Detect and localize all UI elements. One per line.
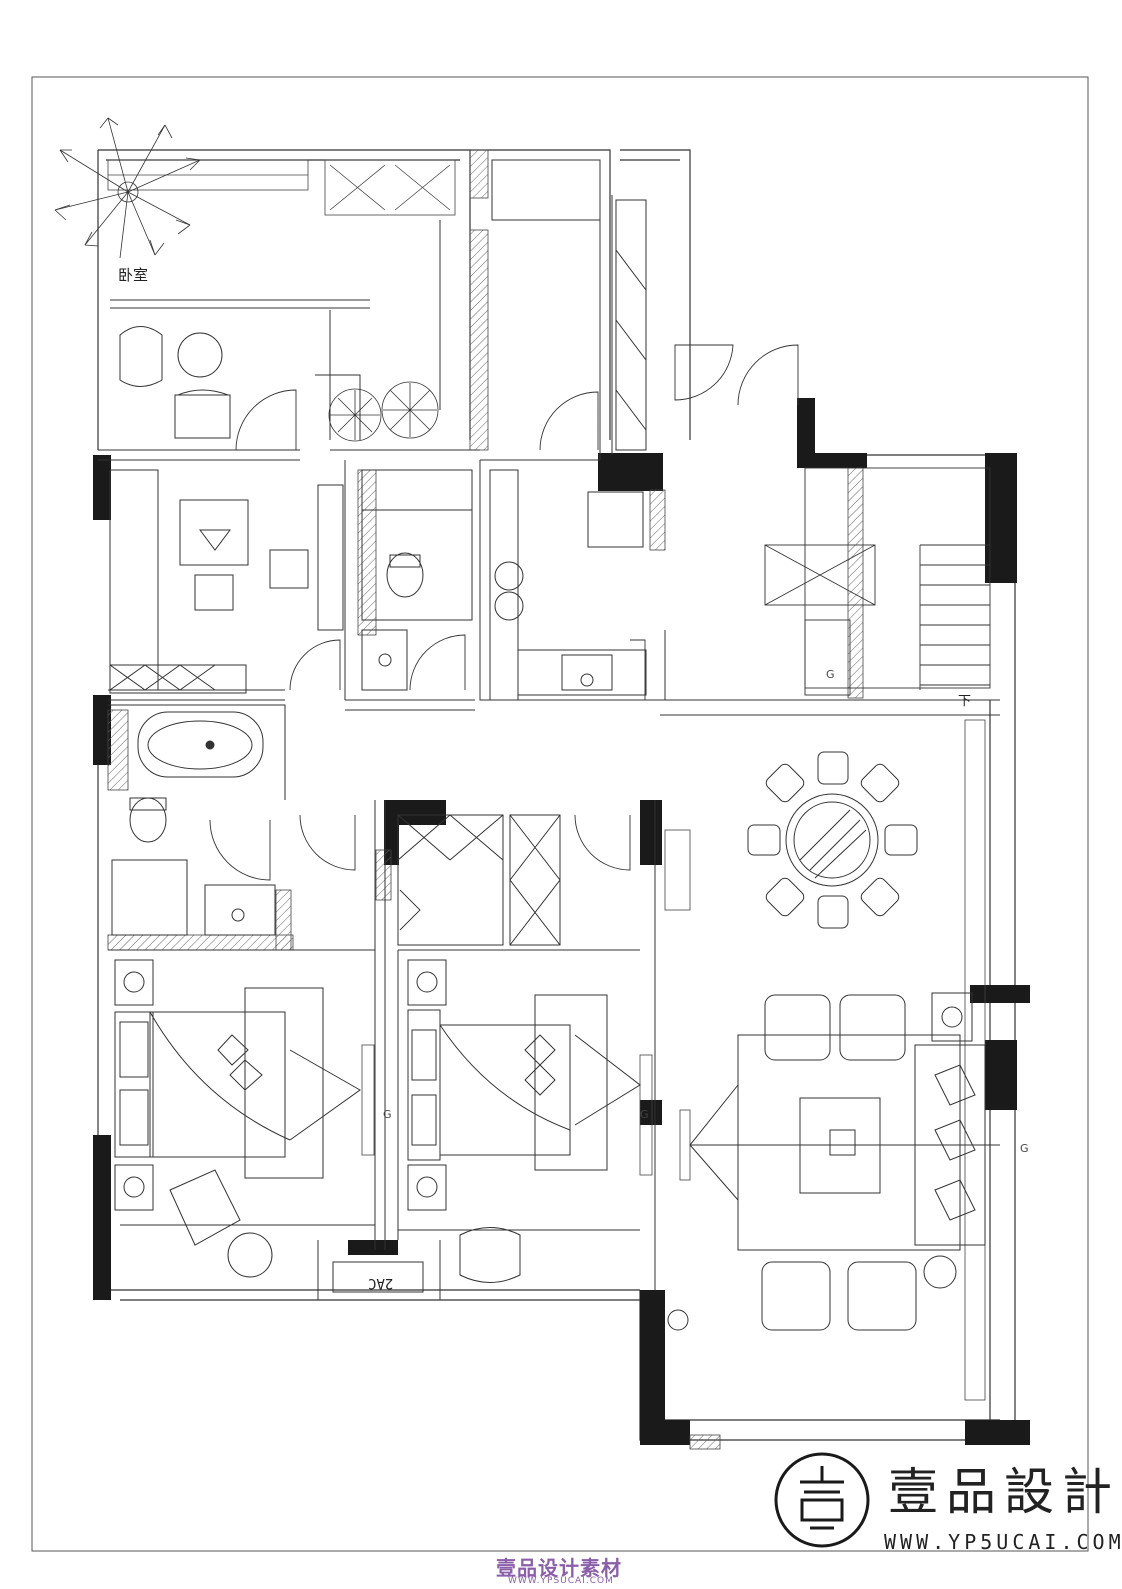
master-bathroom-fixtures [111, 711, 276, 936]
room-label-bedroom: 卧室 [118, 266, 149, 284]
structural-columns [93, 398, 1030, 1445]
drawing-border [31, 76, 1089, 1552]
bathroom-1-fixtures [361, 469, 473, 691]
living-room-furniture [667, 992, 1000, 1331]
g-mark-4: G [1020, 1142, 1029, 1155]
interior-partitions [98, 195, 1000, 1300]
stair [764, 467, 991, 696]
ac-unit-label: 2AC [368, 1275, 394, 1291]
hatched-walls [107, 149, 864, 1450]
watermark-url: WWW.YPSUCAI.COM [508, 1576, 614, 1586]
study-furniture [109, 469, 344, 694]
bedroom-left-furniture [114, 959, 361, 1278]
watermark-text: 壹品设计素材 [496, 1556, 622, 1580]
stair-direction-label: 下 [958, 694, 972, 709]
outer-walls [97, 149, 1030, 1441]
bedroom-right-furniture [332, 959, 641, 1293]
brand-url: WWW.YP5UCAI.COM [884, 1530, 1122, 1554]
lounge-furniture [119, 326, 231, 439]
g-mark-2: G [383, 1108, 392, 1121]
windows [107, 159, 986, 1401]
plant-palm [54, 117, 201, 259]
brand-logo-graphic [774, 1452, 870, 1548]
dining-set [747, 751, 918, 929]
g-mark-1: G [826, 668, 835, 681]
plant-shrubs [328, 381, 439, 442]
kitchen-fixtures [489, 159, 647, 701]
g-mark-3: G [640, 1108, 649, 1121]
wardrobe [397, 814, 561, 946]
brand-name: 壹品設計 [888, 1463, 1120, 1521]
doors [209, 344, 799, 931]
